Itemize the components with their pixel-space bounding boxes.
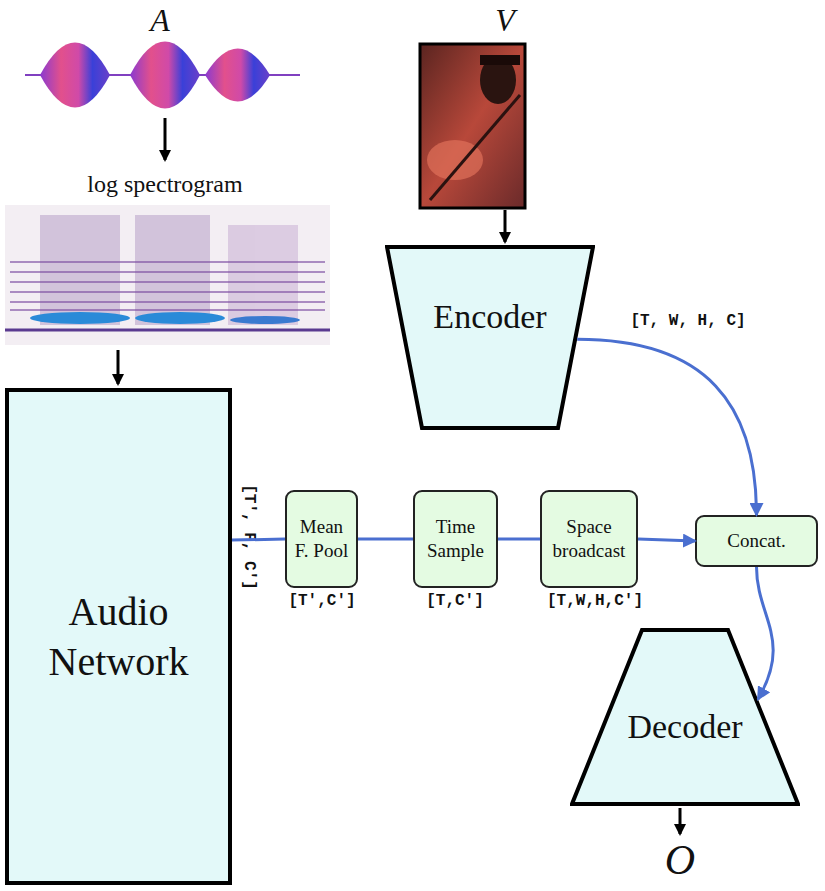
node-text-holder: Concat. <box>727 529 786 553</box>
flow-arrow <box>117 350 120 384</box>
spectrogram-blob <box>30 312 130 324</box>
concat-box: Concat. <box>695 515 818 567</box>
decoder-block: Decoder <box>570 628 800 806</box>
audio-network-block: Audio Network <box>5 388 232 885</box>
shape-label: [T,C'] <box>426 592 484 610</box>
spectrogram-harmonics <box>10 262 325 310</box>
spectrogram-band <box>135 215 210 325</box>
input-symbol: A <box>150 2 170 39</box>
connector <box>757 567 774 699</box>
node-text: Audio Network <box>19 587 218 687</box>
spectrogram-band <box>40 215 120 325</box>
spectrogram-bands <box>40 215 298 325</box>
harmonic-line <box>10 271 325 273</box>
video-frame <box>420 44 525 208</box>
process-box: Time Sample <box>413 490 498 588</box>
shape-label: [T, W, H, C] <box>630 312 745 330</box>
harmonic-line <box>10 281 325 283</box>
node-text: Time Sample <box>419 515 492 563</box>
node-text-holder: Mean F. Pool <box>291 515 352 563</box>
node-text-holder: Decoder <box>627 706 742 749</box>
spectrogram <box>5 205 330 345</box>
connector <box>577 339 756 515</box>
harmonic-line <box>5 329 330 332</box>
shape-label: [T,W,H,C'] <box>547 592 643 610</box>
node-text-holder: Space broadcast <box>546 515 632 563</box>
flow-arrow <box>679 808 682 834</box>
waveform-burst <box>205 49 270 102</box>
node-text: Concat. <box>727 529 786 553</box>
step-label: log spectrogram <box>87 171 242 198</box>
node-text-holder: Time Sample <box>419 515 492 563</box>
connector <box>232 539 285 540</box>
output-symbol: O <box>665 836 695 884</box>
node-text: Encoder <box>433 296 546 339</box>
node-text: Mean F. Pool <box>291 515 352 563</box>
process-box: Mean F. Pool <box>285 490 358 588</box>
connector <box>638 539 695 541</box>
waveform-burst <box>130 42 200 109</box>
connector <box>498 538 540 541</box>
trapezoid-shape <box>572 630 798 804</box>
spectrogram-blob <box>135 312 225 324</box>
shape-label: [T', F, C'] <box>240 484 258 590</box>
node-text-holder: Encoder <box>433 296 546 339</box>
harmonic-line <box>10 309 325 311</box>
encoder-block: Encoder <box>385 245 595 430</box>
trapezoid-shape <box>387 247 593 428</box>
frame-border <box>420 44 525 208</box>
connector <box>358 538 413 541</box>
shape-label: [T',C'] <box>288 592 355 610</box>
hair-shape <box>480 55 520 65</box>
harmonic-line <box>10 301 325 303</box>
waveform-burst <box>40 43 110 108</box>
node-text-holder: Audio Network <box>19 587 218 687</box>
bow-line <box>430 95 520 200</box>
input-symbol: V <box>495 2 515 39</box>
harmonic-line <box>10 261 325 263</box>
spectrogram-blob <box>230 316 300 324</box>
flow-arrow <box>504 210 507 242</box>
process-box: Space broadcast <box>540 490 638 588</box>
flow-arrow <box>164 118 167 160</box>
node-text: Decoder <box>627 706 742 749</box>
harmonic-line <box>10 291 325 293</box>
node-text: Space broadcast <box>546 515 632 563</box>
trapezoid-outline <box>385 245 595 430</box>
